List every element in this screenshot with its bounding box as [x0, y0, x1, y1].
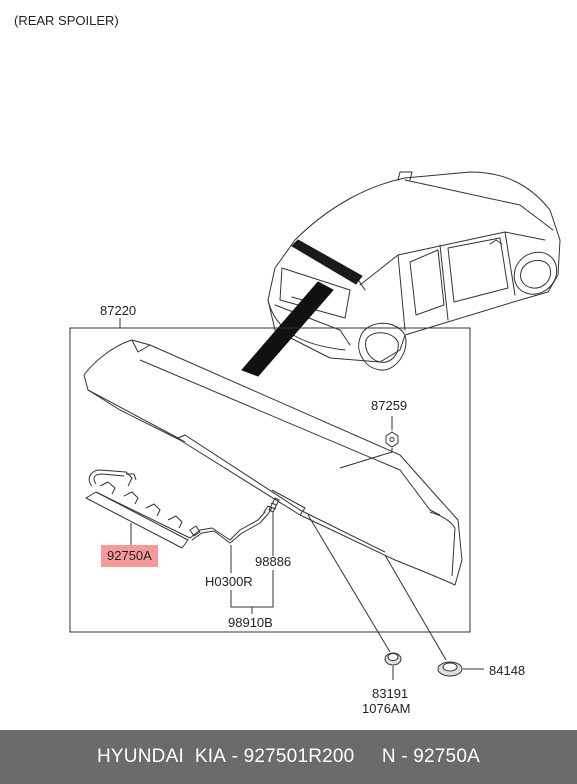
- footer-gap: [354, 746, 381, 768]
- label-83191: 83191: [372, 686, 409, 701]
- nut-87259-icon: [385, 431, 399, 448]
- clip-98886-icon: [268, 497, 280, 513]
- label-98886: 98886: [255, 554, 292, 569]
- label-87220: 87220: [100, 303, 137, 318]
- parts-diagram: [69, 171, 561, 680]
- car-illustration: [267, 171, 561, 371]
- footer-sep-1: -: [226, 746, 244, 767]
- label-H0300R: H0300R: [205, 574, 253, 589]
- pointer-arrow: [241, 281, 334, 377]
- label-92750A-highlighted: 92750A: [101, 545, 158, 567]
- diagram-title: (REAR SPOILER): [14, 13, 119, 28]
- footer-brand: HYUNDAI KIA: [97, 746, 227, 767]
- car-spoiler-highlight: [291, 239, 363, 285]
- label-98910B: 98910B: [228, 615, 273, 630]
- stop-lamp-part: [85, 469, 191, 549]
- parts-frame: [69, 327, 471, 633]
- part-number-footer: HYUNDAI KIA - 927501R200 N - 92750A: [0, 730, 577, 784]
- grommet-83191-icon: [384, 652, 402, 666]
- spoiler-part: [83, 339, 463, 586]
- label-1076AM: 1076AM: [362, 701, 411, 716]
- footer-part-number: 927501R200: [243, 746, 355, 767]
- cap-84148-icon: [437, 661, 463, 677]
- label-84148: 84148: [489, 663, 526, 678]
- footer-ref: N - 92750A: [381, 746, 480, 767]
- wire-harness: [189, 505, 273, 544]
- label-87259: 87259: [371, 398, 408, 413]
